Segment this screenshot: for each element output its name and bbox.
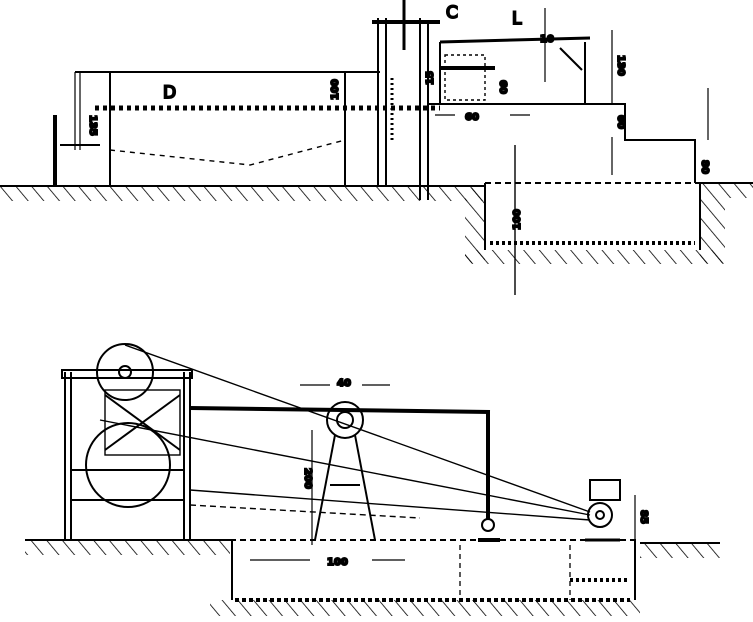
dim-frame-base: 100 [327,557,348,568]
label-roof-l: L [512,9,522,29]
label-drum-d: D [163,83,176,103]
ground-lower [25,539,720,616]
drum-d [53,71,440,186]
dim-pit-depth: 100 [512,209,523,230]
dim-roof-slope: 10 [540,34,554,45]
dim-pulley-height: 200 [302,468,313,489]
dim-drum-height: 135 [87,115,98,136]
columns [372,0,440,200]
dim-platform-step: 60 [615,115,626,129]
dim-platform-width: 60 [465,112,479,123]
belts [99,344,591,521]
dim-drum-axis: 100 [330,79,341,100]
dim-hopper-height: 60 [497,80,508,94]
motor [585,479,621,542]
top-wheel [96,343,154,401]
dim-step-height: 80 [699,160,710,174]
pulley [326,401,364,439]
large-wheel [85,422,171,508]
dim-motor-height: 85 [638,510,649,524]
upper-view: D C L 135 100 15 10 60 60 130 60 80 100 [0,0,753,295]
dimension-lines-upper [79,8,709,175]
dim-pulley-width: 40 [337,378,351,389]
dim-roof-height: 130 [615,55,626,76]
lower-view: 40 200 100 85 [25,343,720,616]
pulley-stand [314,401,500,542]
pit-upper [465,145,725,295]
frame-with-wheels [61,343,193,540]
ground-upper [0,182,753,201]
dimension-lines-lower [250,384,636,561]
label-chute-c: C [446,3,458,23]
dim-col-gap: 15 [425,71,436,85]
platform [428,36,696,183]
